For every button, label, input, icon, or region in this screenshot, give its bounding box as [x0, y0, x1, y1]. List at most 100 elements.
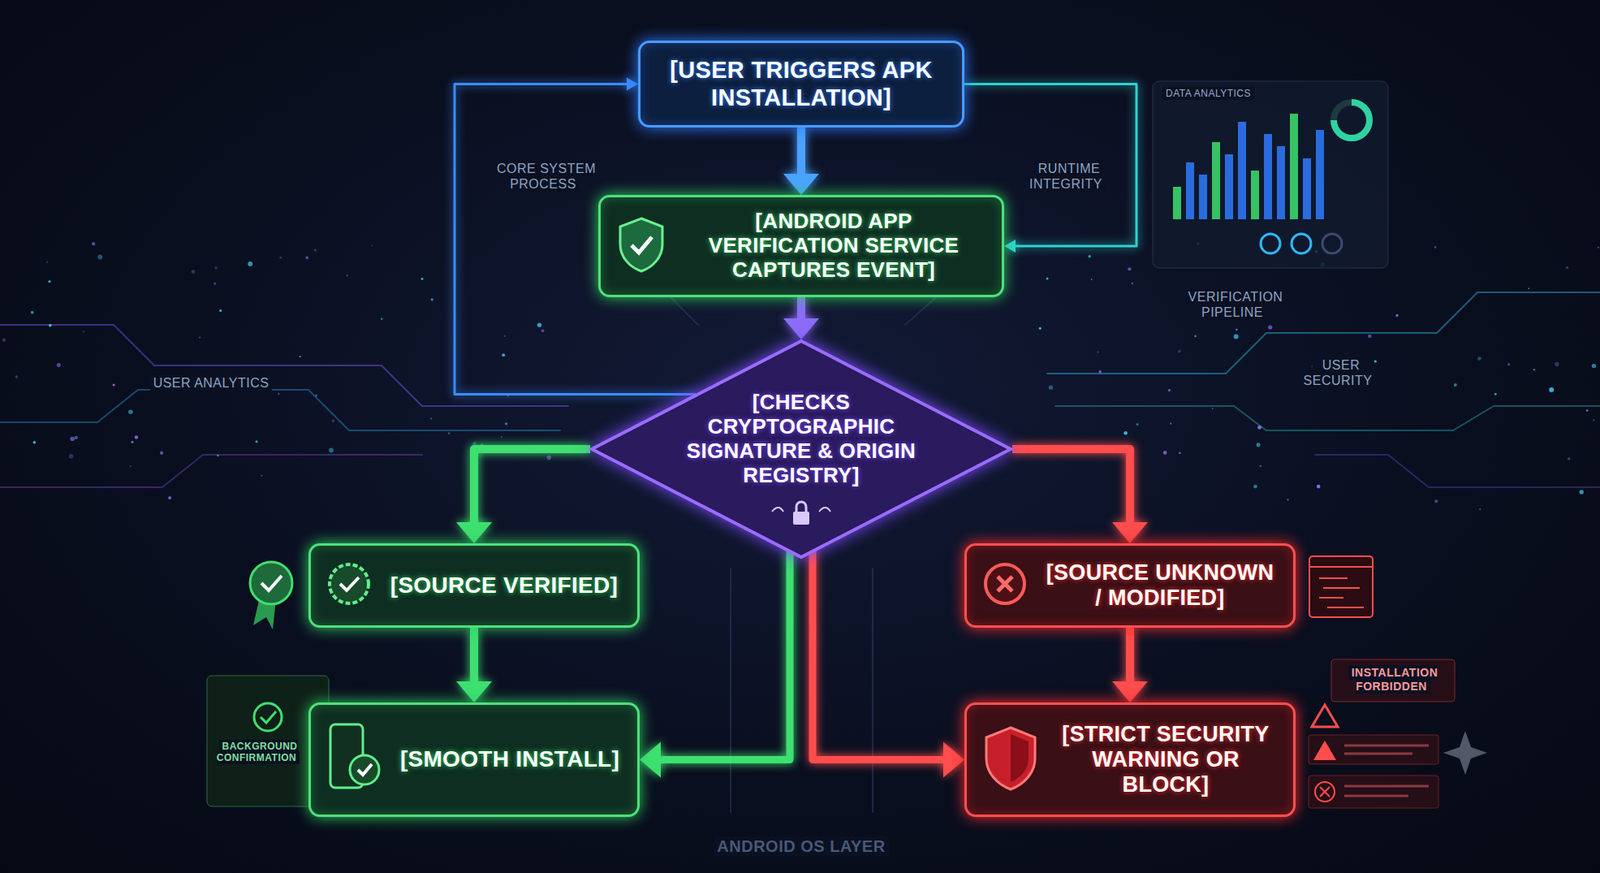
label-text: VERIFICATION PIPELINE [1185, 288, 1284, 320]
node-text: [CHECKS CRYPTOGRAPHIC SIGNATURE & ORIGIN… [663, 390, 940, 488]
annotation-label: INSTALLATION FORBIDDEN [1332, 665, 1454, 694]
flow-arrow [812, 551, 965, 778]
particle [1586, 409, 1589, 412]
warning-stack [1308, 704, 1439, 808]
particle [91, 241, 95, 246]
shield-icon [981, 724, 1040, 793]
particle [69, 453, 74, 459]
particle [1507, 362, 1511, 367]
label-text: RUNTIME INTEGRITY [1029, 160, 1106, 192]
particle [1136, 422, 1139, 426]
chart-bar [1302, 158, 1312, 220]
particle [97, 254, 103, 260]
particle [112, 383, 116, 387]
forbidden-panel [1331, 659, 1455, 702]
particle [1163, 450, 1168, 455]
particle [541, 328, 545, 333]
particle [1235, 328, 1238, 331]
flow-arrow [456, 627, 492, 703]
arrow-line [797, 297, 806, 319]
arrow-line [1125, 627, 1135, 682]
particle [260, 474, 263, 477]
particle [1177, 349, 1182, 354]
label-text: INSTALLATION FORBIDDEN [1348, 664, 1439, 694]
analytics-panel [1152, 81, 1389, 268]
error-cross [997, 576, 1013, 591]
particle [1194, 335, 1197, 338]
arrow-line [1012, 448, 1130, 522]
chart-bar [1185, 162, 1195, 220]
arrow-head [626, 77, 639, 91]
phone-check [357, 763, 372, 775]
particle [1565, 266, 1569, 269]
particle [314, 394, 317, 397]
particle [504, 422, 508, 425]
particle [1434, 245, 1437, 249]
result-box: [SOURCE VERIFIED] [308, 543, 640, 628]
particle [1434, 499, 1438, 503]
shield-body [986, 727, 1036, 790]
particle [1597, 246, 1600, 249]
arrow-head [456, 521, 492, 544]
verified-icon [325, 560, 373, 608]
particle [1494, 392, 1497, 396]
particle [1548, 387, 1554, 393]
flow-arrow [456, 448, 591, 544]
particle [1178, 451, 1182, 454]
particle [1528, 287, 1531, 289]
arrow-line [454, 84, 696, 395]
arrow-line [660, 551, 790, 760]
particle [1592, 418, 1595, 421]
error-x [1319, 786, 1330, 797]
particle [159, 451, 164, 455]
particle [328, 448, 334, 453]
warning-row [1308, 734, 1439, 764]
annotation-label: ANDROID OS LAYER [703, 836, 899, 856]
particle [129, 465, 132, 467]
particle [1267, 325, 1273, 330]
phone-icon [325, 719, 384, 798]
particle [537, 323, 542, 328]
error-circle [1315, 781, 1335, 802]
check-mark [260, 711, 277, 723]
annotation-label: DATA ANALYTICS [1162, 87, 1285, 100]
particle [299, 355, 302, 358]
icon-holder [981, 560, 1029, 611]
particle [82, 331, 85, 333]
particle [1256, 442, 1261, 447]
verified-badge [250, 561, 293, 630]
node-text: [ANDROID APP VERIFICATION SERVICE CAPTUR… [680, 209, 988, 283]
arrow-head [783, 173, 820, 195]
particle [277, 392, 280, 395]
circuit-line [1055, 405, 1600, 431]
particle [1591, 363, 1596, 368]
particle [1477, 356, 1482, 361]
gauge [1291, 233, 1312, 254]
particle [314, 249, 317, 252]
sparkle [1443, 730, 1488, 775]
phone-check-ring [349, 754, 380, 785]
particle [1253, 484, 1258, 489]
process-box: [ANDROID APP VERIFICATION SERVICE CAPTUR… [598, 194, 1005, 298]
code-lines [1309, 566, 1373, 608]
chart-bar [1224, 154, 1234, 220]
flow-arrow [783, 297, 820, 340]
circuit-line [0, 389, 561, 431]
warning-row [1308, 775, 1439, 808]
icon-holder [325, 719, 384, 801]
particle [131, 440, 134, 444]
annotation-label: VERIFICATION PIPELINE [1168, 288, 1299, 320]
particle [504, 334, 507, 337]
chart-bar [1289, 113, 1299, 220]
bar-chart [1173, 113, 1324, 220]
particle [1533, 368, 1536, 371]
label-text: DATA ANALYTICS [1162, 86, 1255, 100]
decision-diamond: [CHECKS CRYPTOGRAPHIC SIGNATURE & ORIGIN… [590, 339, 1013, 559]
particle [198, 336, 201, 339]
particle [380, 318, 383, 320]
particle [1123, 431, 1128, 436]
annotation-label: USER SECURITY [1286, 357, 1393, 389]
circuit-line [0, 454, 423, 488]
particle [1211, 407, 1214, 410]
